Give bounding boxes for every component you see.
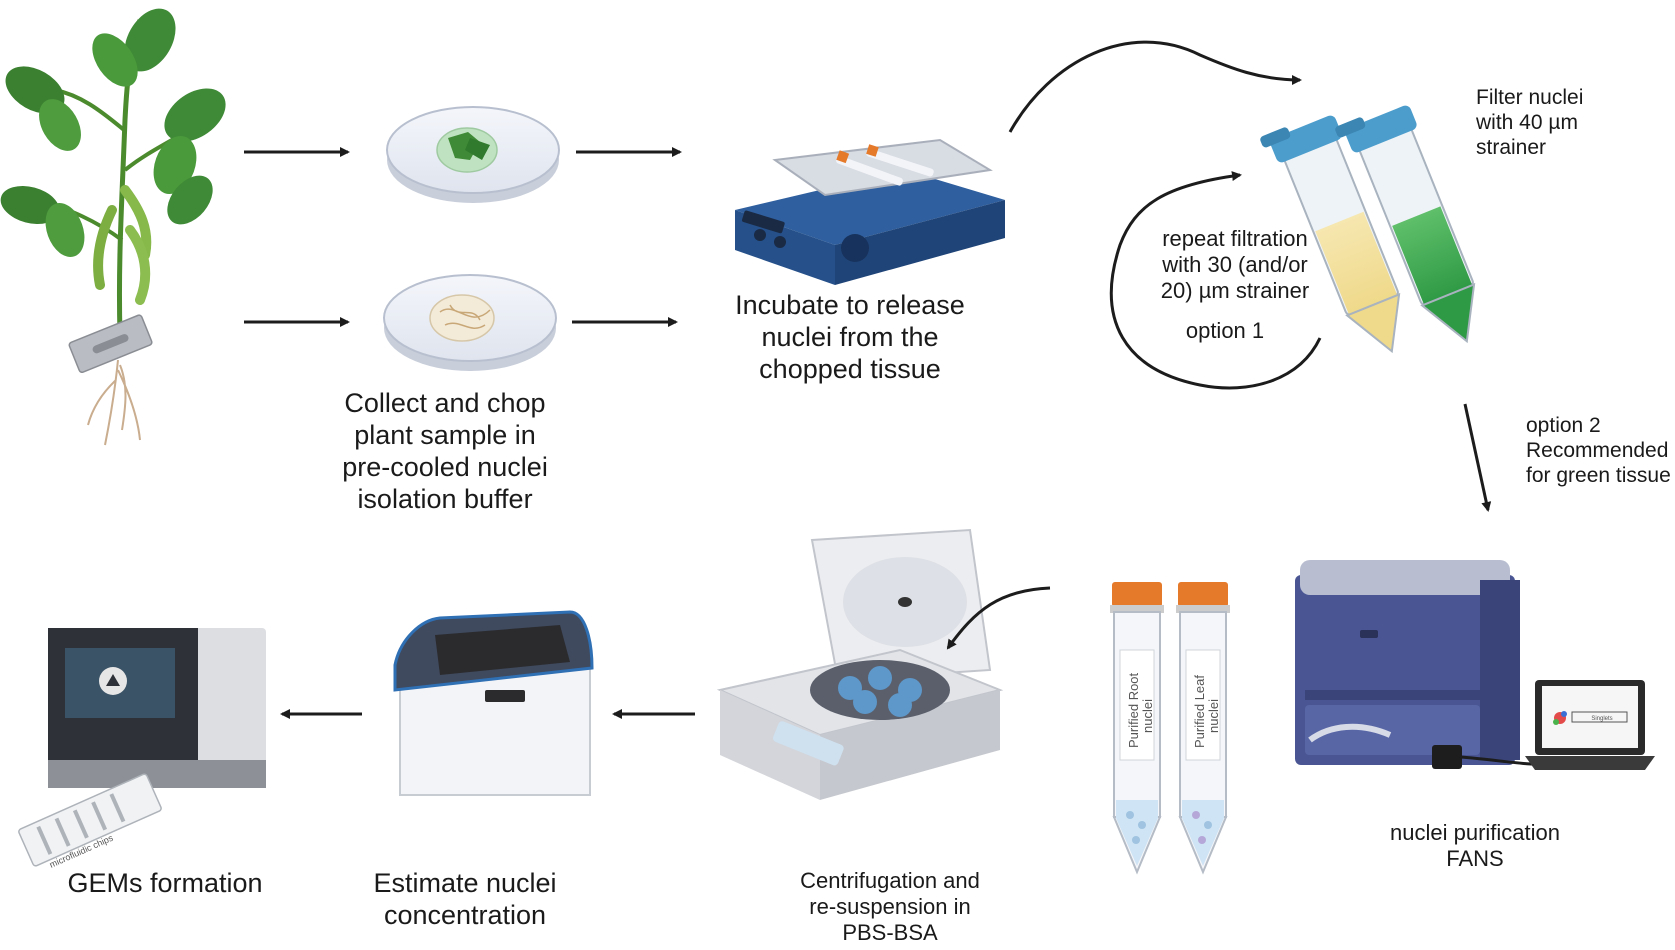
fans-sorter-machine xyxy=(1295,560,1561,769)
purified-leaf-tube: Purified Leaf nuclei xyxy=(1176,582,1230,875)
arrow-option2 xyxy=(1463,403,1492,512)
root-tube-label: Purified Root xyxy=(1126,672,1141,748)
option2-label: option 2 Recommended for green tissue xyxy=(1526,414,1671,487)
repeat-filtration-label: repeat filtration with 30 (and/or 20) µm… xyxy=(1160,226,1310,303)
razor-blade-icon xyxy=(68,314,153,373)
flow-arrows xyxy=(244,40,1492,719)
leaf-tube-label-2: nuclei xyxy=(1206,699,1221,733)
filter-tube-green xyxy=(1335,105,1476,344)
incubate-step-label: Incubate to release nuclei from the chop… xyxy=(735,290,965,384)
leaf-tube-label-line1: Purified Leaf nuclei xyxy=(1192,671,1221,748)
filter-tube-yellow xyxy=(1260,115,1401,354)
filter-step-label: Filter nuclei with 40 µm strainer xyxy=(1476,86,1584,159)
arrow-repeat-loop xyxy=(1110,171,1322,390)
laptop-icon: Singlets xyxy=(1525,680,1655,770)
root-tube-label-2: nuclei xyxy=(1140,699,1155,733)
petri-dish-leaf xyxy=(386,106,560,203)
leaf-tube-label: Purified Leaf xyxy=(1192,675,1207,748)
option1-label: option 1 xyxy=(1185,318,1265,343)
arrow-shaker-to-tubes xyxy=(1008,40,1302,133)
purified-root-tube: Purified Root nuclei xyxy=(1110,582,1164,875)
petri-dish-root xyxy=(383,274,557,371)
plant-illustration xyxy=(0,8,226,446)
centrifuge-machine xyxy=(716,528,1004,800)
microfluidic-chip-icon: microfluidic chips xyxy=(18,773,162,870)
root-tube-label-line1: Purified Root nuclei xyxy=(1126,669,1155,748)
cell-counter-machine xyxy=(393,610,594,796)
shaker-incubator xyxy=(735,138,1005,285)
collect-step-label: Collect and chop plant sample in pre-coo… xyxy=(342,388,548,514)
centrifuge-step-label: Centrifugation and re-suspension in PBS-… xyxy=(800,868,980,945)
arrow-tubes-to-centrifuge xyxy=(946,586,1051,650)
gems-step-label: GEMs formation xyxy=(67,868,263,898)
scatter-gate-label: Singlets xyxy=(1591,716,1612,722)
fans-step-label: nuclei purification FANS xyxy=(1390,820,1560,871)
gems-controller-machine: microfluidic chips xyxy=(18,628,266,870)
estimate-step-label: Estimate nuclei concentration xyxy=(373,868,557,930)
